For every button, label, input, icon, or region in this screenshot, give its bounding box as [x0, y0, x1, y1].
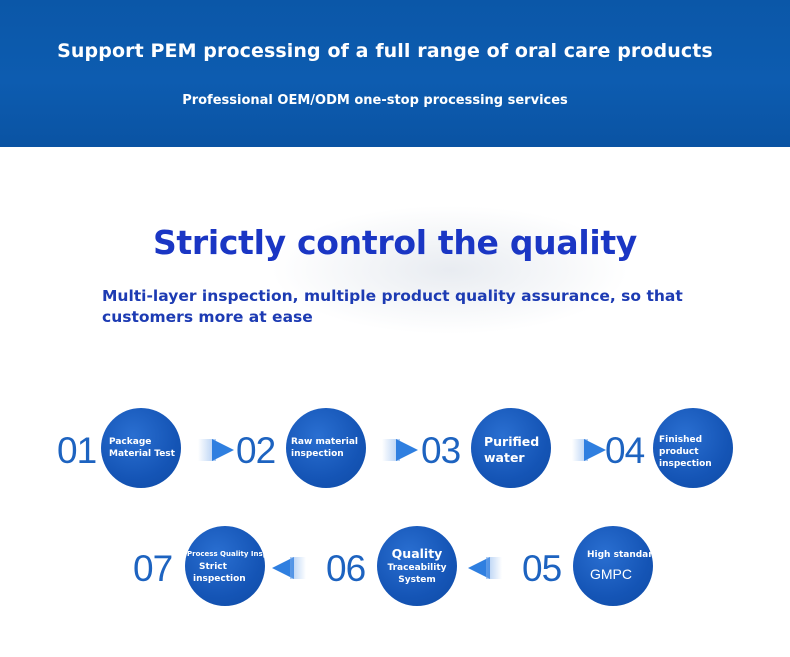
arrow-left-icon [468, 557, 490, 579]
arrow-tail-06-07 [290, 557, 306, 579]
step-label-05-line1: High standard [587, 550, 653, 560]
step-label-04-line2: product [659, 447, 699, 457]
step-label-06-line3: System [398, 575, 436, 585]
header-banner: Support PEM processing of a full range o… [0, 0, 790, 147]
step-number-04: 04 [605, 430, 645, 471]
step-circle-05: High standard GMPC [573, 526, 653, 606]
arrow-left-icon [272, 557, 294, 579]
step-circle-04: Finished product inspection [653, 408, 733, 488]
step-circle-03: Purified water [471, 408, 551, 488]
step-circle-01: Package Material Test [101, 408, 181, 488]
arrow-right-icon [584, 439, 606, 461]
background-watermark [270, 205, 630, 335]
section-title: Strictly control the quality [152, 223, 638, 262]
step-label-03-line2: water [484, 450, 525, 465]
arrow-tail-01-02 [198, 439, 216, 461]
step-circle-06: Quality Traceability System [377, 526, 457, 606]
step-label-07-line3: inspection [193, 574, 246, 584]
step-label-02-line1: Raw material [291, 437, 358, 447]
section-description: Multi-layer inspection, multiple product… [102, 286, 722, 328]
step-label-05-line2: GMPC [590, 566, 632, 582]
arrow-tail-02-03 [382, 439, 400, 461]
step-number-02: 02 [236, 430, 276, 471]
step-number-06: 06 [326, 548, 366, 589]
step-label-07-line2: Strict [199, 562, 227, 572]
arrow-right-icon [396, 439, 418, 461]
step-label-01-line2: Material Test [109, 449, 175, 459]
step-circle-02: Raw material inspection [286, 408, 366, 488]
section-description-line2: customers more at ease [102, 308, 313, 326]
step-number-01: 01 [57, 430, 97, 471]
step-label-04-line3: inspection [659, 459, 712, 469]
step-number-03: 03 [421, 430, 461, 471]
banner-title: Support PEM processing of a full range o… [57, 40, 713, 62]
section-description-line1: Multi-layer inspection, multiple product… [102, 287, 683, 305]
step-label-03-line1: Purified [484, 434, 540, 449]
step-number-07: 07 [133, 548, 173, 589]
step-label-04-line1: Finished [659, 435, 703, 445]
step-label-06-line1: Quality [391, 546, 443, 561]
banner-subtitle: Professional OEM/ODM one-stop processing… [182, 93, 568, 108]
step-number-05: 05 [522, 548, 562, 589]
step-label-07-line1: Process Quality Inspection [187, 550, 265, 558]
step-label-06-line2: Traceability [387, 563, 447, 573]
step-circle-07: Process Quality Inspection Strict inspec… [185, 526, 265, 606]
arrow-right-icon [212, 439, 234, 461]
step-label-02-line2: inspection [291, 449, 344, 459]
arrow-tail-05-06 [486, 557, 502, 579]
step-label-01-line1: Package [109, 437, 152, 447]
